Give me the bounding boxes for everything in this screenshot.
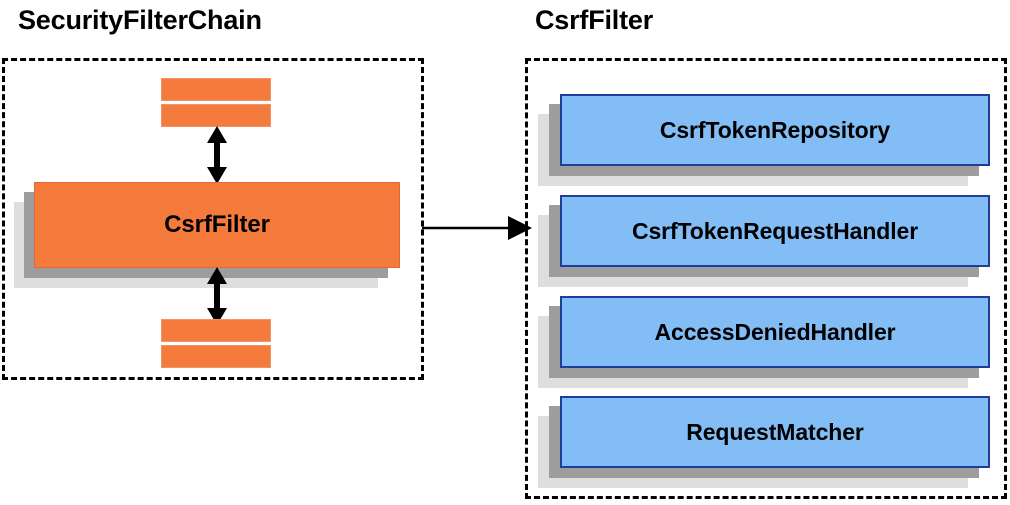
arrow-chain-to-csrf-filter-icon <box>422 216 532 240</box>
double-arrow-down-icon <box>207 267 227 325</box>
collaborator-request-matcher-face[interactable]: RequestMatcher <box>560 396 990 468</box>
component-csrf-filter-face[interactable]: CsrfFilter <box>34 182 400 268</box>
group-box-security-filter-chain <box>2 58 424 380</box>
filter-slot-bar-1 <box>161 78 271 101</box>
collaborator-request-matcher-label: RequestMatcher <box>686 418 864 445</box>
filter-slot-bar-3 <box>161 319 271 342</box>
collaborator-csrf-token-request-handler-label: CsrfTokenRequestHandler <box>631 217 919 244</box>
collaborator-access-denied-handler-label: AccessDeniedHandler <box>654 318 896 345</box>
filter-slot-bar-4 <box>161 345 271 368</box>
component-csrf-filter[interactable]: CsrfFilter <box>14 182 400 292</box>
filter-slot-bar-2 <box>161 104 271 127</box>
group-box-csrf-filter <box>525 58 1007 499</box>
collaborator-csrf-token-repository-face[interactable]: CsrfTokenRepository <box>560 94 990 166</box>
collaborator-access-denied-handler-face[interactable]: AccessDeniedHandler <box>560 296 990 368</box>
component-csrf-filter-label: CsrfFilter <box>164 211 270 238</box>
collaborator-access-denied-handler[interactable]: AccessDeniedHandler <box>538 296 990 392</box>
collaborator-csrf-token-repository[interactable]: CsrfTokenRepository <box>538 94 990 190</box>
collaborator-request-matcher[interactable]: RequestMatcher <box>538 396 990 492</box>
collaborator-csrf-token-request-handler-face[interactable]: CsrfTokenRequestHandler <box>560 195 990 267</box>
panel-title-csrf-filter: CsrfFilter <box>535 5 654 35</box>
double-arrow-up-icon <box>207 126 227 184</box>
panel-title-security-filter-chain: SecurityFilterChain <box>18 5 262 35</box>
collaborator-csrf-token-request-handler[interactable]: CsrfTokenRequestHandler <box>538 195 990 291</box>
collaborator-csrf-token-repository-label: CsrfTokenRepository <box>659 116 891 143</box>
